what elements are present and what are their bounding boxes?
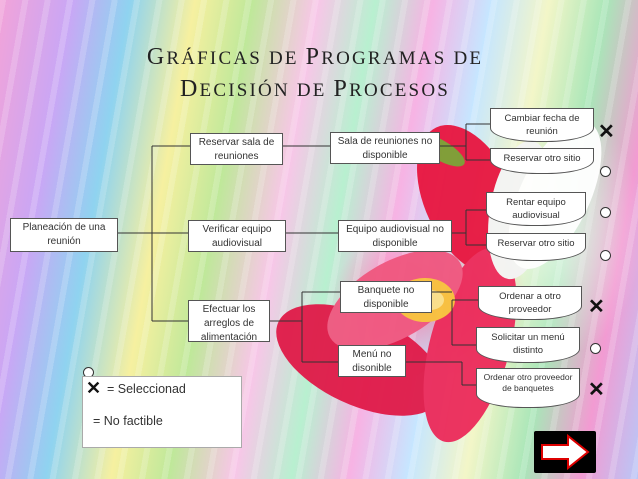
node-banquete-no-disponible: Banquete no disponible [340,281,432,313]
node-efectuar-arreglos: Efectuar los arreglos de alimentación [188,300,270,342]
root-node: Planeación de una reunión [10,218,118,252]
node-equipo-no-disponible: Equipo audiovisual no disponible [338,220,452,252]
x-icon: ✕ [598,121,615,143]
option-cambiar-fecha: Cambiar fecha de reunión [490,108,594,142]
next-slide-button[interactable] [534,431,596,473]
node-reservar-sala: Reservar sala de reuniones [190,133,283,165]
title-line-1: GRÁFICAS DE PROGRAMAS DE [146,44,484,70]
option-reservar-otro-sitio-1: Reservar otro sitio [490,148,594,174]
node-menu-no-disponible: Menú no disonible [338,345,406,377]
option-solicitar-menu: Solicitar un menú distinto [476,327,580,363]
option-reservar-otro-sitio-2: Reservar otro sitio [486,233,586,261]
node-verificar-equipo: Verificar equipo audiovisual [188,220,286,252]
legend-box: ✕ = Seleccionad = No factible [82,376,242,448]
circle-icon [600,166,611,177]
x-icon: ✕ [588,296,605,318]
node-sala-no-disponible: Sala de reuniones no disponible [330,132,440,164]
title-line-2: DECISIÓN DE PROCESOS [179,76,451,102]
option-ordenar-otro-proveedor: Ordenar a otro proveedor [478,286,582,320]
circle-icon [590,343,601,354]
option-ordenar-otro-proveedor-banquetes: Ordenar otro proveedor de banquetes [476,368,580,408]
arrow-right-icon [541,433,590,471]
circle-icon [600,250,611,261]
option-rentar-equipo: Rentar equipo audiovisual [486,192,586,226]
legend-not-feasible-label: = No factible [93,414,163,428]
legend-x-icon: ✕ [86,378,102,398]
page-title: GRÁFICAS DE PROGRAMAS DE DECISIÓN DE PRO… [95,42,535,106]
legend-selected-label: = Seleccionad [107,382,186,396]
x-icon: ✕ [588,379,605,401]
circle-icon [600,207,611,218]
